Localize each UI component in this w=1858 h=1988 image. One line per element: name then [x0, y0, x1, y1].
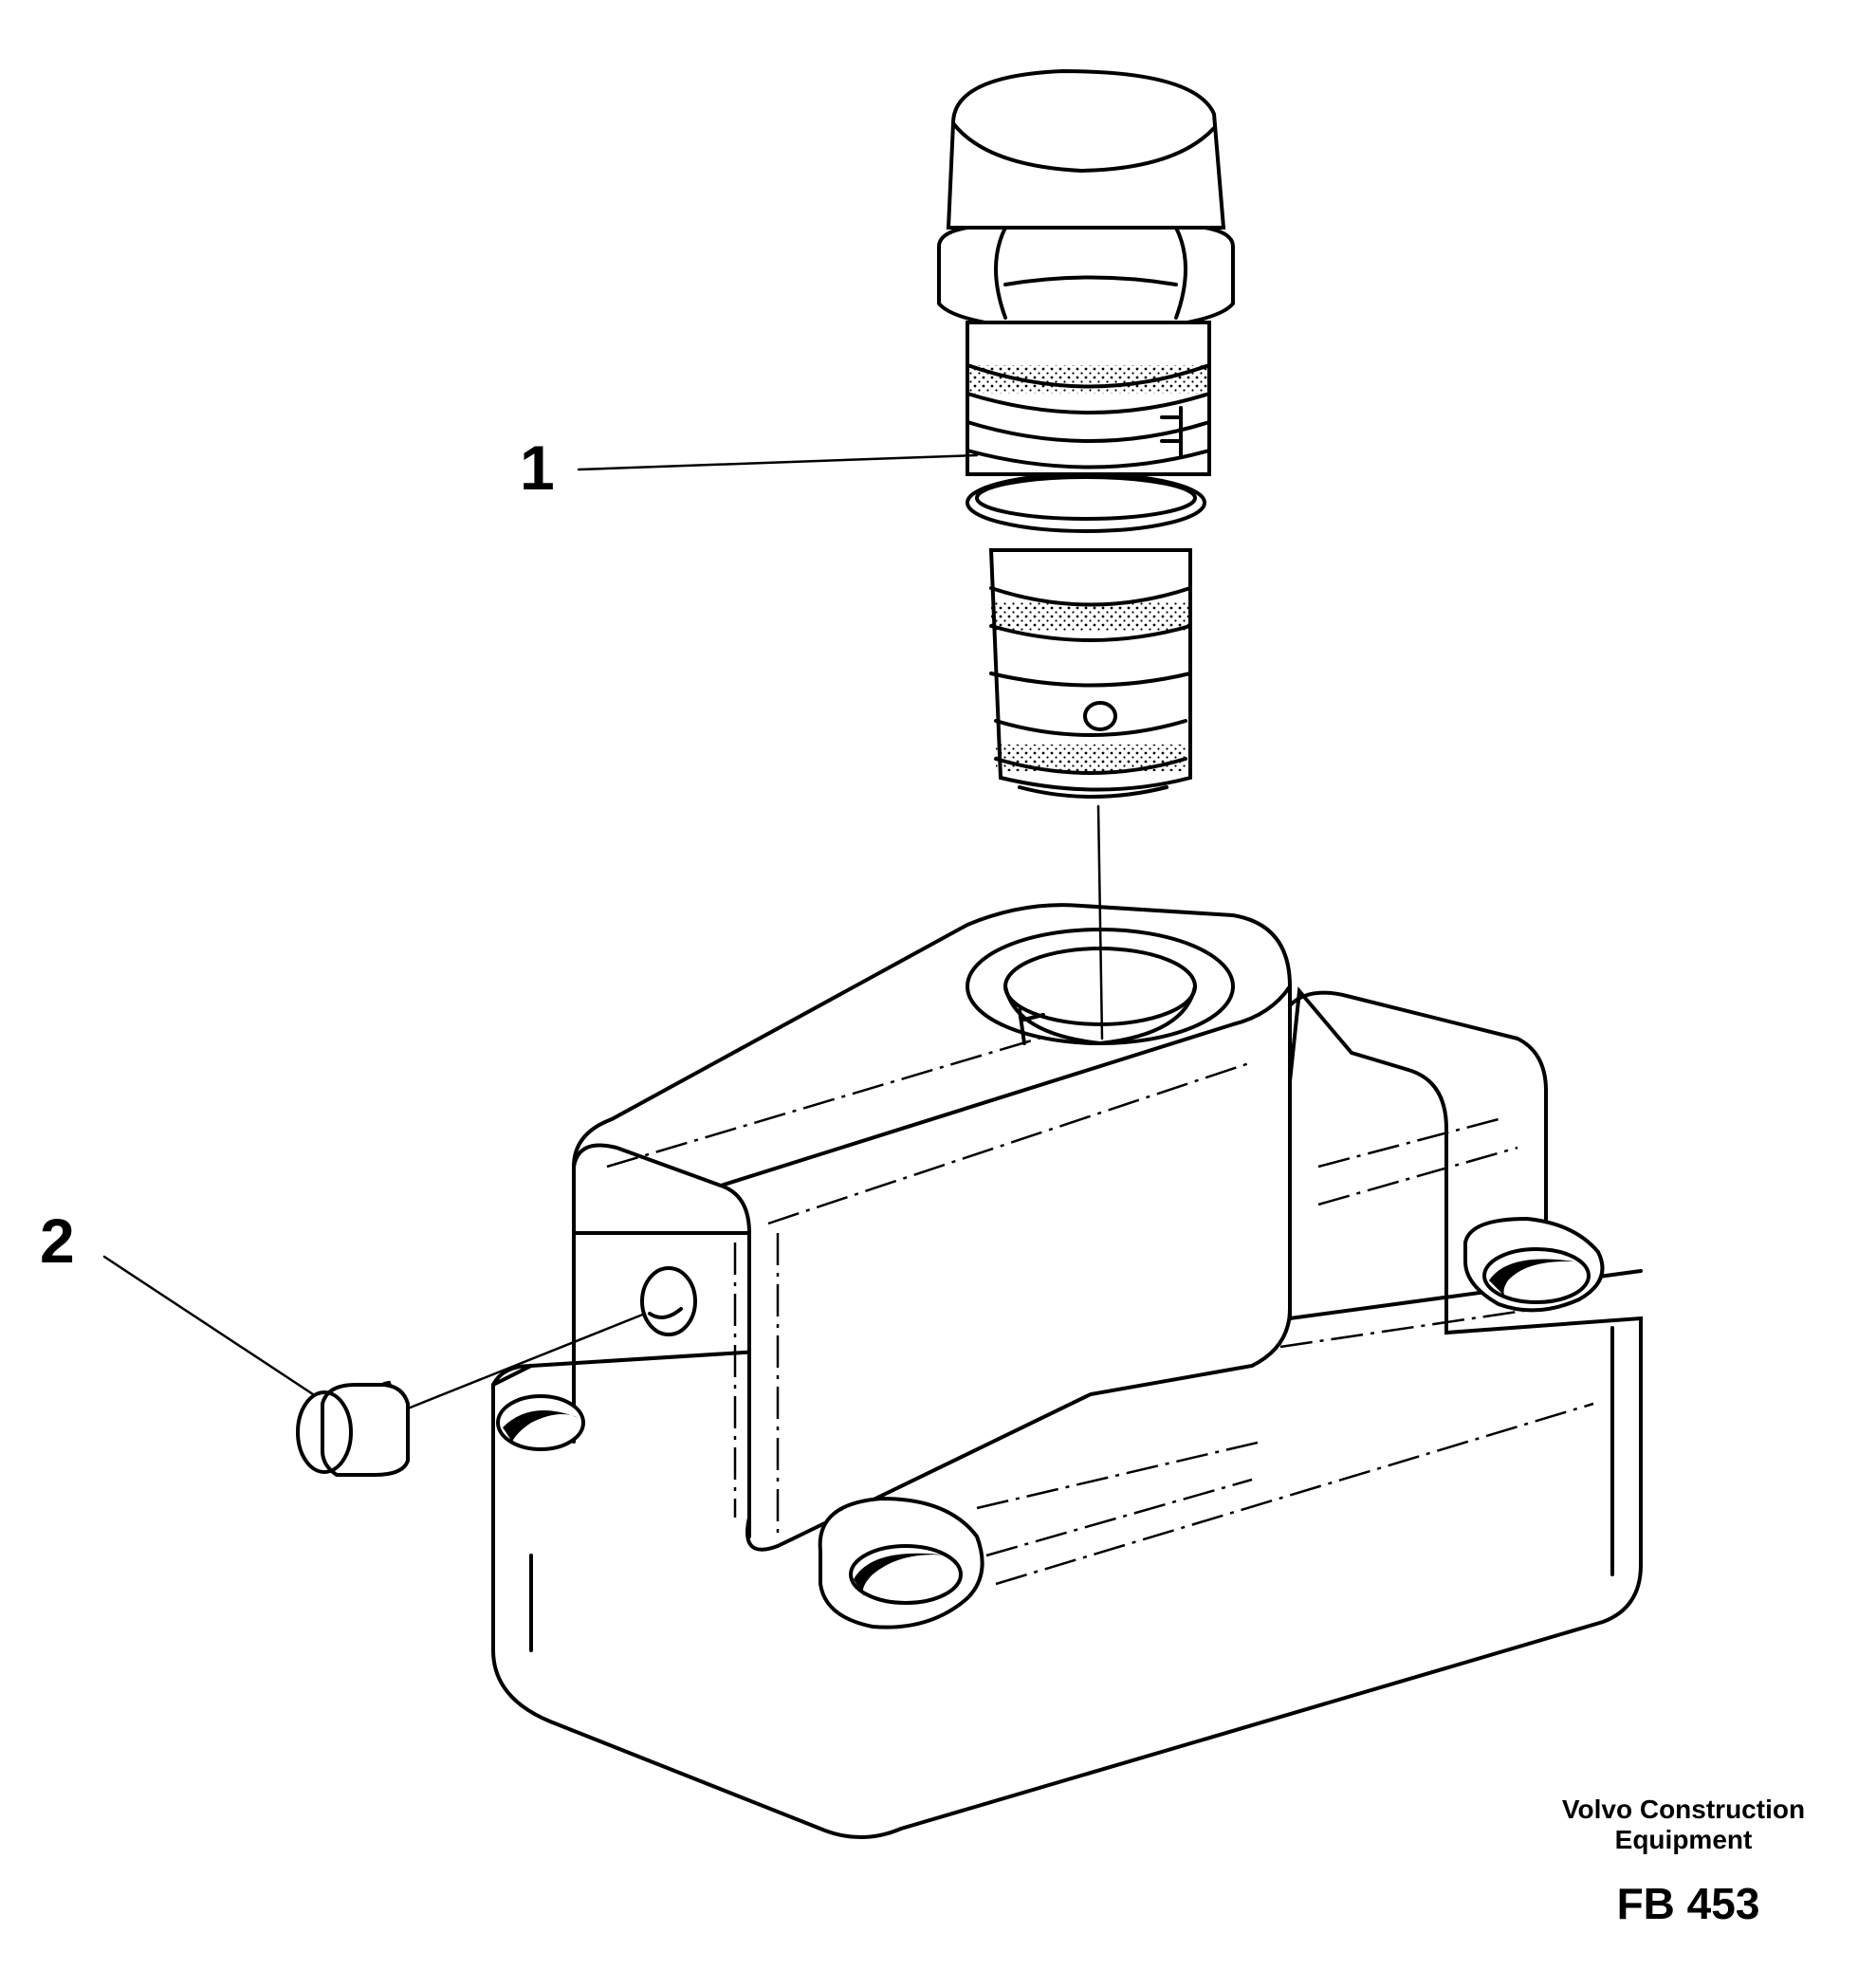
mounting-hole-left	[496, 1394, 585, 1451]
mounting-hole-right	[1463, 1216, 1605, 1313]
callout-1-leader	[577, 453, 979, 471]
plug-axis-line	[406, 1312, 647, 1410]
manufacturer-line-2: Equipment	[1614, 1825, 1753, 1854]
plug	[296, 1380, 410, 1477]
callout-label-1: 1	[520, 433, 555, 503]
manufacturer-line-1: Volvo Construction	[1561, 1795, 1806, 1824]
assembly-axis-line	[1096, 804, 1104, 1040]
callout-2-leader	[102, 1255, 315, 1396]
relief-valve-cartridge	[937, 68, 1235, 799]
manufacturer-caption: Volvo Construction Equipment	[1527, 1795, 1840, 1855]
figure-code: FB 453	[1616, 1879, 1760, 1928]
mounting-hole-front	[818, 1496, 984, 1629]
callout-label-2: 2	[40, 1206, 75, 1276]
side-port-hole	[640, 1266, 697, 1336]
valve-housing	[491, 903, 1643, 1839]
